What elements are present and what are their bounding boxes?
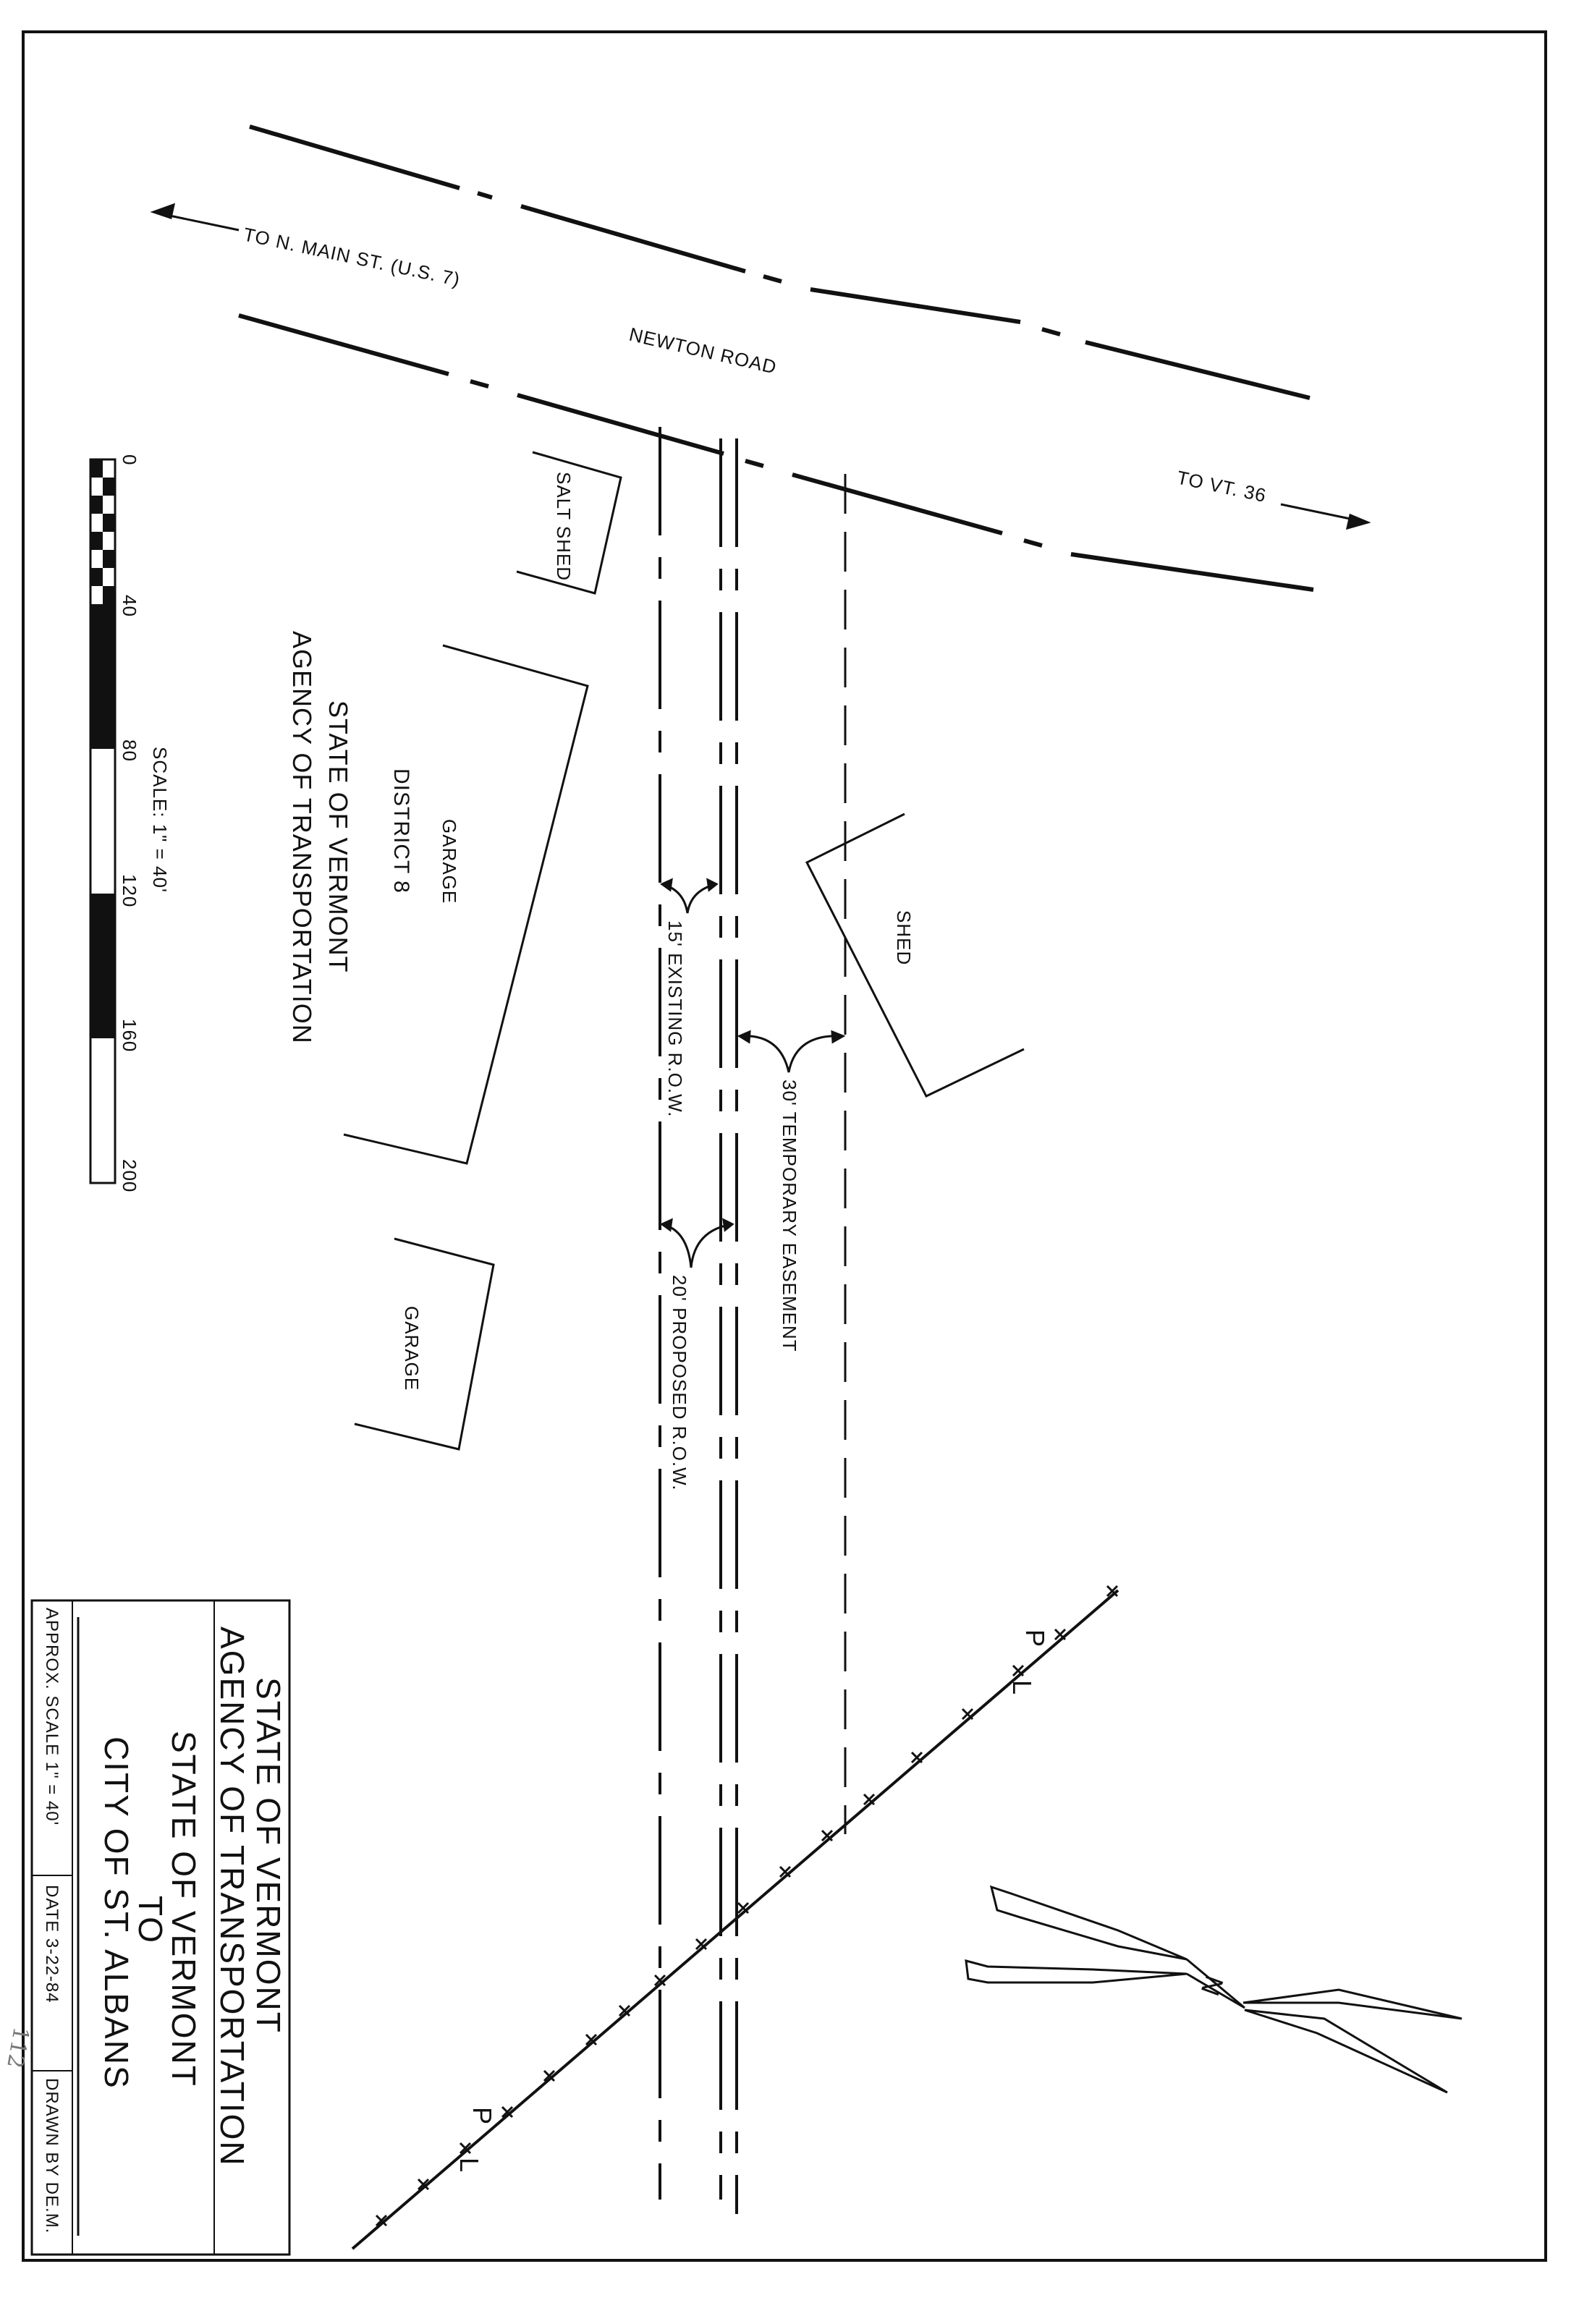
north-arrow-label: N bbox=[1195, 1972, 1229, 2000]
label-shed: SHED bbox=[893, 910, 915, 965]
label-garage-small: GARAGE bbox=[401, 1306, 423, 1391]
title-block-line3: STATE OF VERMONT bbox=[165, 1731, 203, 2087]
title-block-approx-scale: APPROX. SCALE 1" = 40' bbox=[42, 1608, 62, 1825]
arrow-west bbox=[150, 203, 240, 232]
road-edge-lower bbox=[238, 313, 1314, 592]
label-salt-shed: SALT SHED bbox=[553, 472, 575, 581]
road-edge-upper bbox=[249, 124, 1311, 400]
property-line-ticks bbox=[375, 1585, 1119, 2227]
label-property-line-bottom-p: P bbox=[467, 2107, 497, 2125]
scale-tick-40: 40 bbox=[119, 595, 140, 617]
label-to-west: TO N. MAIN ST. (U.S. 7) bbox=[242, 224, 462, 291]
property-line bbox=[351, 1589, 1119, 2250]
scale-tick-160: 160 bbox=[119, 1019, 140, 1052]
label-property-line-top-l: L bbox=[1007, 1680, 1037, 1695]
label-to-east: TO VT. 36 bbox=[1175, 467, 1269, 506]
label-property-line-top-p: P bbox=[1020, 1629, 1050, 1647]
title-block-line4: TO bbox=[132, 1896, 169, 1944]
proposed-row-dimension bbox=[660, 1218, 734, 1268]
agency-heading-line1: STATE OF VERMONT bbox=[323, 700, 353, 973]
title-block-date: DATE 3-22-84 bbox=[42, 1885, 62, 2003]
scale-tick-80: 80 bbox=[119, 739, 140, 762]
label-garage-main: GARAGE bbox=[439, 819, 460, 904]
north-arrow bbox=[965, 1885, 1462, 2094]
label-proposed-row: 20' PROPOSED R.O.W. bbox=[669, 1275, 690, 1490]
scale-tick-0: 0 bbox=[119, 454, 140, 465]
scale-bar bbox=[89, 458, 117, 1184]
label-property-line-bottom-l: L bbox=[454, 2158, 484, 2173]
garage-small-outline bbox=[354, 1237, 495, 1451]
scale-tick-120: 120 bbox=[119, 874, 140, 907]
page-border bbox=[22, 30, 1547, 2262]
title-block-drawn-by: DRAWN BY DE.M. bbox=[42, 2078, 62, 2234]
label-existing-row: 15' EXISTING R.O.W. bbox=[664, 920, 686, 1117]
label-garage-district: DISTRICT 8 bbox=[389, 768, 413, 894]
garage-main-outline bbox=[343, 644, 589, 1165]
title-block-line5: CITY OF ST. ALBANS bbox=[98, 1736, 135, 2090]
scale-bar-label: SCALE: 1" = 40' bbox=[149, 747, 171, 893]
shed-outline bbox=[805, 813, 1025, 1098]
handwritten-note: 112 bbox=[1, 2025, 33, 2070]
title-block-line1: STATE OF VERMONT bbox=[250, 1677, 287, 2034]
scale-tick-200: 200 bbox=[119, 1159, 140, 1192]
salt-shed-outline bbox=[516, 451, 622, 595]
temporary-easement-dimension bbox=[737, 1030, 846, 1073]
existing-row-dimension bbox=[660, 878, 719, 914]
title-block-line2: AGENCY OF TRANSPORTATION bbox=[213, 1627, 251, 2167]
label-road-name: NEWTON ROAD bbox=[627, 323, 779, 378]
title-block bbox=[30, 1599, 291, 2256]
arrow-east bbox=[1280, 503, 1371, 530]
agency-heading-line2: AGENCY OF TRANSPORTATION bbox=[287, 631, 317, 1044]
label-temporary-easement: 30' TEMPORARY EASEMENT bbox=[779, 1080, 800, 1352]
